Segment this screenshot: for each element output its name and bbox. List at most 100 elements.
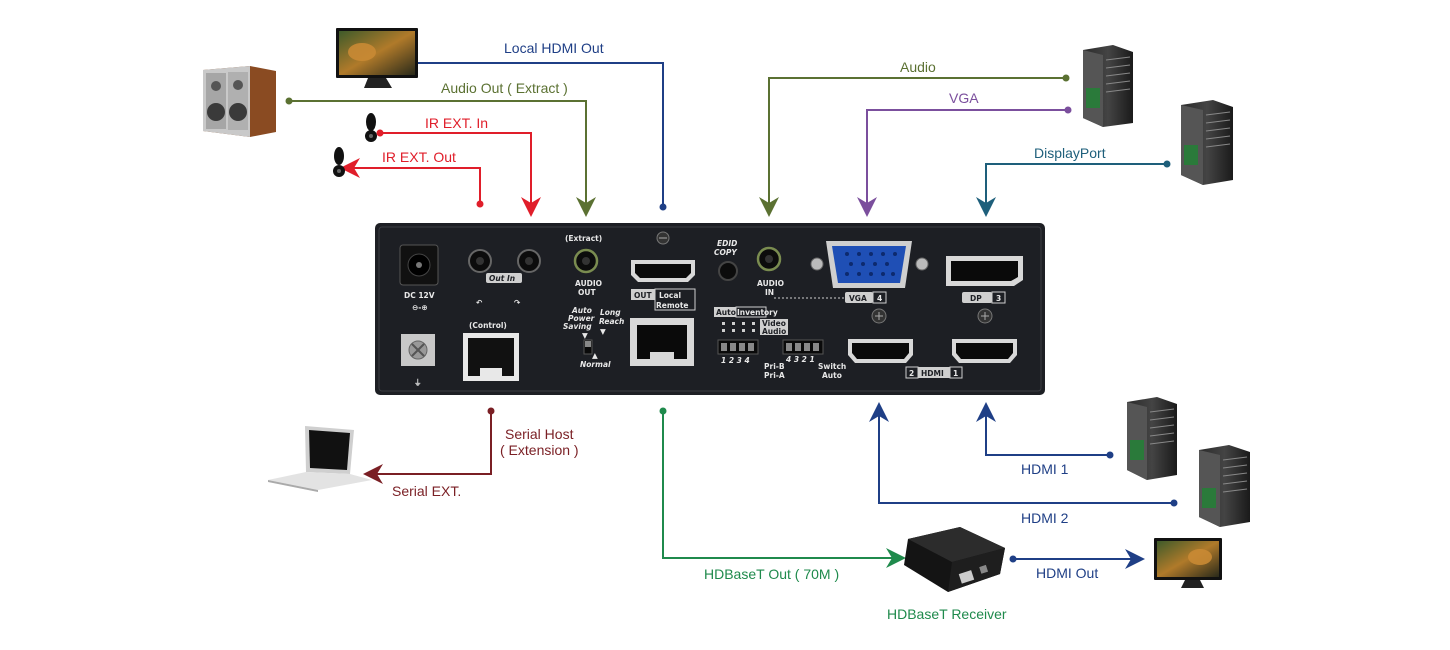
extender-rear-panel: DC 12V ⊖-⊕ ⏚ Out In ↶ ↷ (Control) [375, 223, 1045, 395]
ir-emitter-panel-icon: ↶ [476, 298, 483, 307]
line-hdmi-2 [869, 402, 1178, 507]
auto-switch-label: Auto [822, 371, 842, 380]
ir-in-label: In [507, 274, 515, 283]
laptop-icon [268, 426, 372, 492]
dip-inventory-nums: 1 2 3 4 [721, 356, 750, 365]
label-serial-host: Serial Host [505, 426, 574, 442]
switch-label: Switch [818, 362, 846, 371]
label-ir-ext-out: IR EXT. Out [382, 149, 456, 165]
pc-tower-icon-hdmi-1 [1127, 397, 1177, 480]
svg-text:▼: ▼ [582, 331, 588, 340]
label-local-hdmi-out: Local HDMI Out [504, 40, 604, 56]
control-label: (Control) [469, 321, 507, 330]
audio-in-label-2: IN [765, 288, 774, 297]
audio-out-jack[interactable] [573, 248, 599, 274]
label-hdmi-2: HDMI 2 [1021, 510, 1069, 526]
edid-label-2: COPY [714, 248, 738, 257]
vga-port[interactable] [810, 241, 929, 288]
mode-slide-switch[interactable] [583, 339, 593, 355]
line-hdbaset-out [659, 407, 906, 568]
label-ir-ext-in: IR EXT. In [425, 115, 488, 131]
hdbaset-receiver-icon [904, 527, 1005, 592]
vga-num: 4 [877, 294, 882, 303]
line-hdmi-out-receiver [1009, 549, 1145, 569]
dip-priority-nums: 4 3 2 1 [786, 355, 815, 364]
pc-tower-icon-hdmi-2 [1199, 445, 1250, 527]
hdmi-num-2: 2 [909, 369, 914, 378]
auto-tag: Auto [716, 308, 736, 317]
label-hdbaset-out: HDBaseT Out ( 70M ) [704, 566, 839, 582]
hdbaset-rj45-port[interactable] [630, 318, 694, 366]
line-serial [363, 407, 495, 484]
pc-tower-icon-audio [1083, 45, 1133, 127]
displayport-port[interactable] [946, 256, 1023, 286]
pri-b-label: Pri-B [764, 362, 785, 371]
local-tag: Local [659, 291, 681, 300]
edid-copy-button[interactable] [718, 261, 738, 281]
line-displayport [976, 160, 1171, 217]
ground-screw[interactable] [401, 334, 435, 366]
audio-in-jack[interactable] [756, 246, 782, 272]
local-hdmi-screw [656, 231, 670, 245]
audio-tag: Audio [762, 327, 786, 336]
dp-num: 3 [996, 294, 1001, 303]
label-serial-ext: Serial EXT. [392, 483, 461, 499]
label-vga: VGA [949, 90, 979, 106]
label-displayport: DisplayPort [1034, 145, 1106, 161]
dip-switch-inventory[interactable] [717, 339, 759, 355]
extract-label: (Extract) [565, 234, 602, 243]
pri-a-label: Pri-A [764, 371, 785, 380]
reach-label: Reach [599, 317, 624, 326]
pc-tower-icon-displayport [1181, 100, 1233, 185]
hdmi-tag: HDMI [921, 369, 944, 378]
dp-mount-screw [977, 308, 993, 324]
long-label: Long [600, 308, 621, 317]
inventory-tag: Inventory [737, 308, 778, 317]
remote-tag: Remote [656, 301, 689, 310]
rs232-control-port[interactable] [463, 333, 519, 381]
label-hdmi-out: HDMI Out [1036, 565, 1098, 581]
line-ir-ext-in [376, 129, 541, 217]
audio-out-label-2: OUT [578, 288, 596, 297]
audio-in-label-1: AUDIO [757, 279, 784, 288]
saving-label: Saving [563, 322, 592, 331]
ir-receiver-icon [365, 113, 377, 142]
video-tag: Video [762, 319, 786, 328]
ir-receiver-panel-icon: ↷ [514, 298, 521, 307]
monitor-icon-receiver [1154, 538, 1222, 588]
vga-mount-screw [871, 308, 887, 324]
normal-label: Normal [580, 360, 611, 369]
local-hdmi-out-port[interactable] [631, 260, 695, 282]
line-audio-out-extract [285, 97, 596, 217]
edid-label-1: EDID [717, 239, 737, 248]
vga-tag: VGA [849, 294, 867, 303]
hdmi-num-1: 1 [953, 369, 958, 378]
auto-label: Auto [571, 306, 592, 315]
label-audio-out-extract: Audio Out ( Extract ) [441, 80, 568, 96]
ir-out-label: Out [489, 274, 505, 283]
ir-out-jack[interactable] [468, 249, 492, 273]
hdmi-1-input-port[interactable] [952, 339, 1017, 363]
dip-switch-priority[interactable] [782, 339, 824, 355]
dc-power-jack[interactable] [399, 244, 439, 286]
label-hdbaset-receiver: HDBaseT Receiver [887, 606, 1007, 622]
svg-text:▲: ▲ [592, 351, 598, 360]
power-label: Power [568, 314, 596, 323]
monitor-icon [336, 28, 418, 88]
label-hdmi-1: HDMI 1 [1021, 461, 1069, 477]
audio-out-label-1: AUDIO [575, 279, 602, 288]
ir-emitter-icon [333, 147, 345, 177]
svg-text:▼: ▼ [600, 327, 606, 336]
line-ir-ext-out [340, 158, 484, 208]
line-vga [857, 106, 1072, 217]
dp-tag: DP [970, 294, 982, 303]
speaker-icon [203, 66, 276, 137]
hdmi-2-input-port[interactable] [848, 339, 913, 363]
dc-label: DC 12V [404, 291, 435, 300]
ir-in-jack[interactable] [517, 249, 541, 273]
line-hdmi-1 [976, 402, 1114, 459]
line-audio-in [759, 74, 1070, 217]
label-audio: Audio [900, 59, 936, 75]
label-serial-extension: ( Extension ) [500, 442, 579, 458]
